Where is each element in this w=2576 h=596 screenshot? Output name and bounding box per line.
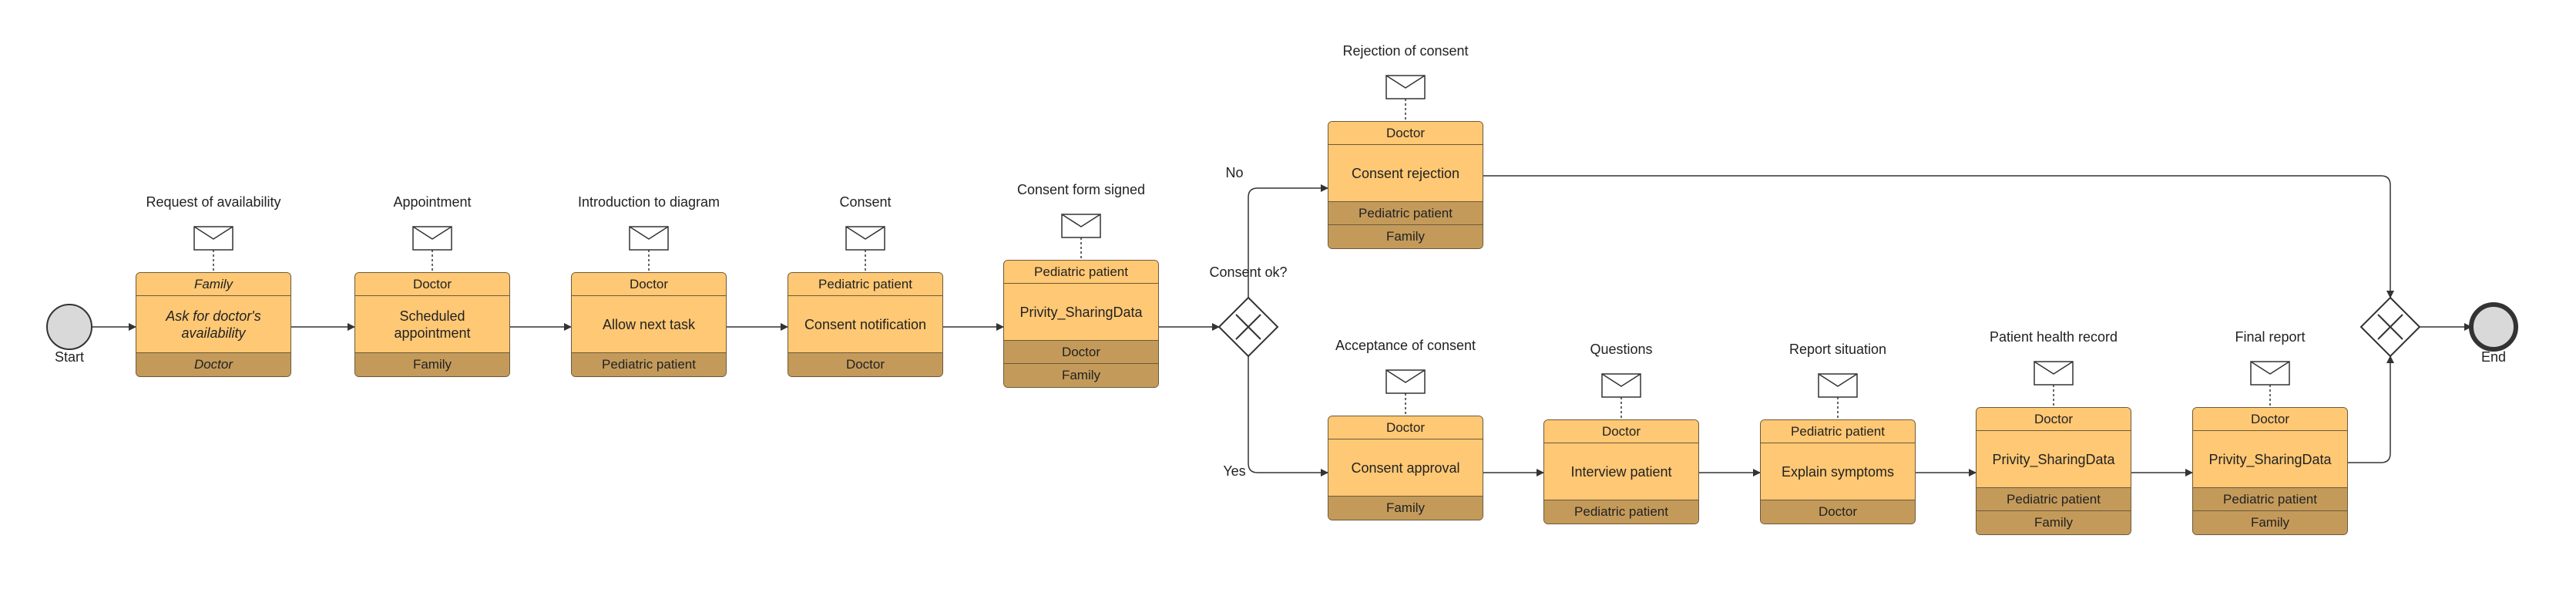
task-initiator: Family: [136, 273, 291, 296]
envelope-icon[interactable]: [1818, 373, 1858, 419]
envelope-icon[interactable]: [2250, 361, 2290, 407]
message-label: Questions: [1590, 342, 1653, 357]
gateway-question-label: Consent ok?: [1209, 264, 1288, 280]
message-label: Patient health record: [1989, 329, 2118, 345]
exclusive-gateway-merge[interactable]: [2359, 296, 2421, 358]
task-participant: Pediatric patient: [1544, 500, 1698, 524]
task-participant: Pediatric patient: [1328, 202, 1483, 225]
sequence-flow-arrow: [1248, 184, 1328, 298]
message-label: Consent form signed: [1016, 182, 1146, 197]
message-label: Rejection of consent: [1342, 43, 1469, 59]
task-participant: Pediatric patient: [572, 353, 726, 376]
envelope-icon[interactable]: [1385, 75, 1426, 121]
sequence-flow-arrow: [1248, 356, 1328, 476]
task-participant: Doctor: [788, 353, 942, 376]
task-participant: Doctor: [1004, 341, 1158, 364]
end-event[interactable]: [2469, 302, 2518, 352]
envelope-icon[interactable]: [2034, 361, 2074, 407]
task-initiator: Doctor: [572, 273, 726, 296]
message-label: Introduction to diagram: [577, 194, 720, 210]
envelope-icon[interactable]: [412, 226, 452, 272]
end-label: End: [2480, 349, 2507, 365]
task-name: Privity_SharingData: [1004, 284, 1158, 341]
envelope-icon[interactable]: [845, 226, 885, 272]
task-participant: Family: [1004, 364, 1158, 387]
message-label: Report situation: [1788, 342, 1887, 357]
message-icons: [193, 75, 2290, 419]
task-name: Interview patient: [1544, 443, 1698, 500]
task-participant: Pediatric patient: [1977, 488, 2131, 511]
envelope-icon[interactable]: [1061, 214, 1101, 260]
task-name: Consent approval: [1328, 439, 1483, 497]
task-name: Scheduled appointment: [355, 296, 509, 353]
task-name: Ask for doctor's availability: [136, 296, 291, 353]
task-initiator: Doctor: [355, 273, 509, 296]
task-participant: Pediatric patient: [2193, 488, 2347, 511]
message-label: Request of availability: [146, 194, 281, 210]
sequence-flows: [92, 175, 2472, 476]
task-initiator: Doctor: [1544, 420, 1698, 443]
task-participant: Family: [2193, 511, 2347, 534]
task-name: Privity_SharingData: [1977, 431, 2131, 488]
task-participant: Family: [355, 353, 509, 376]
envelope-icon[interactable]: [193, 226, 233, 272]
task-participant: Family: [1328, 497, 1483, 520]
task-participant: Family: [1328, 225, 1483, 248]
start-event[interactable]: [46, 304, 92, 350]
task-initiator: Doctor: [1977, 408, 2131, 431]
task-initiator: Doctor: [1328, 122, 1483, 145]
task-initiator: Doctor: [1328, 416, 1483, 439]
task-initiator: Pediatric patient: [788, 273, 942, 296]
task-initiator: Doctor: [2193, 408, 2347, 431]
message-label: Consent: [839, 194, 892, 210]
gateway-no-label: No: [1225, 165, 1244, 180]
sequence-flow-arrow: [2348, 355, 2394, 463]
task-participant: Family: [1977, 511, 2131, 534]
envelope-icon[interactable]: [1601, 373, 1641, 419]
task-name: Privity_SharingData: [2193, 431, 2347, 488]
envelope-icon[interactable]: [1385, 369, 1426, 416]
task-initiator: Pediatric patient: [1004, 261, 1158, 284]
task-name: Explain symptoms: [1761, 443, 1915, 500]
task-initiator: Pediatric patient: [1761, 420, 1915, 443]
start-label: Start: [54, 349, 85, 365]
message-label: Appointment: [393, 194, 472, 210]
task-participant: Doctor: [1761, 500, 1915, 524]
task-name: Consent notification: [788, 296, 942, 353]
exclusive-gateway-split[interactable]: [1217, 296, 1279, 358]
gateway-yes-label: Yes: [1223, 463, 1246, 479]
envelope-icon[interactable]: [629, 226, 669, 272]
message-label: Final report: [2235, 329, 2306, 345]
task-name: Consent rejection: [1328, 145, 1483, 202]
task-participant: Doctor: [136, 353, 291, 376]
sequence-flow-arrow: [1483, 175, 2394, 298]
message-label: Acceptance of consent: [1335, 338, 1476, 353]
task-name: Allow next task: [572, 296, 726, 353]
